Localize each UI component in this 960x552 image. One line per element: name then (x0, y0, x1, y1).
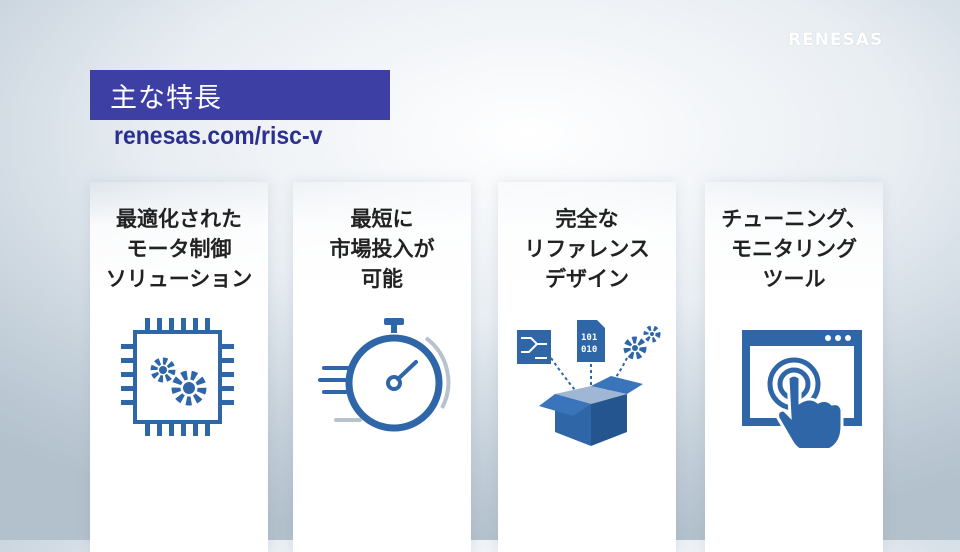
renesas-logo: RENESAS (788, 30, 884, 50)
feature-panel-motor-control: 最適化された モータ制御 ソリューション (90, 182, 268, 552)
feature-title-line: リファレンス (524, 237, 650, 261)
stopwatch-icon (318, 318, 451, 432)
feature-title: 最適化された モータ制御 ソリューション (90, 204, 268, 294)
url-link[interactable]: renesas.com/risc-v (114, 122, 323, 150)
feature-title-line: チューニング、 (721, 207, 867, 231)
binary-text: 101 (581, 333, 597, 343)
feature-title-line: 市場投入が (329, 237, 435, 261)
feature-title-line: ソリューション (105, 267, 253, 291)
feature-title: 完全な リファレンス デザイン (498, 204, 676, 294)
design-box-icon: 101 010 (517, 320, 661, 446)
feature-panel-tools: チューニング、 モニタリング ツール (705, 182, 883, 552)
feature-title-line: モニタリング (731, 237, 857, 261)
chip-gears-icon (121, 318, 234, 436)
touch-screen-icon (742, 330, 862, 448)
section-title: 主な特長 (110, 82, 222, 114)
feature-title: チューニング、 モニタリング ツール (705, 204, 883, 294)
feature-title-line: 可能 (361, 267, 403, 291)
feature-title-line: 完全な (555, 207, 619, 231)
feature-panel-reference-design: 完全な リファレンス デザイン 101 010 (498, 182, 676, 552)
feature-title-line: 最適化された (116, 207, 242, 231)
feature-panel-time-to-market: 最短に 市場投入が 可能 (293, 182, 471, 552)
binary-text: 010 (581, 345, 597, 355)
feature-title-line: デザイン (545, 267, 629, 291)
feature-title-line: ツール (762, 267, 826, 291)
feature-title: 最短に 市場投入が 可能 (293, 204, 471, 294)
section-title-bar: 主な特長 (90, 70, 390, 120)
feature-title-line: 最短に (350, 207, 414, 231)
feature-title-line: モータ制御 (126, 237, 232, 261)
